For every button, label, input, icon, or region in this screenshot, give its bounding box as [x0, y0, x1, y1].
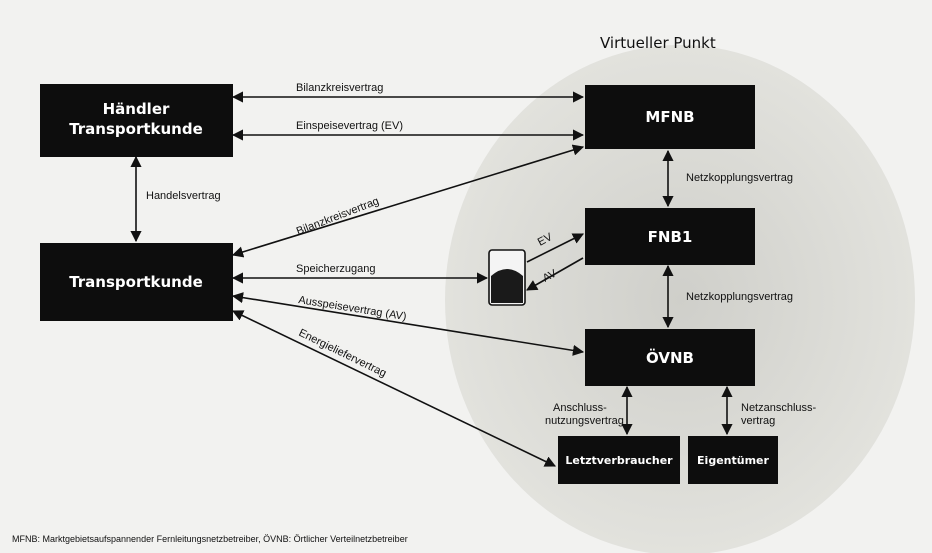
label-energieliefervertrag: Energieliefervertrag	[297, 327, 389, 380]
node-oevnb: ÖVNB	[585, 329, 755, 386]
label-netzanschluss-line2: vertrag	[741, 415, 775, 427]
label-bilanzkreisvertrag-top: Bilanzkreisvertrag	[296, 82, 383, 94]
node-haendler-line2: Transportkunde	[69, 120, 203, 138]
node-fnb1-label: FNB1	[648, 228, 693, 246]
node-eigentuemer: Eigentümer	[688, 436, 778, 484]
node-mfnb-label: MFNB	[645, 108, 694, 126]
node-letztverbraucher-label: Letztverbraucher	[565, 454, 673, 467]
label-anschluss-line2: nutzungsvertrag	[545, 415, 624, 427]
node-transportkunde-label: Transportkunde	[69, 273, 203, 291]
label-speicherzugang: Speicherzugang	[296, 263, 376, 275]
footnote: MFNB: Marktgebietsaufspannender Fernleit…	[12, 534, 408, 544]
label-bilanzkreisvertrag-diag: Bilanzkreisvertrag	[295, 195, 381, 238]
node-fnb1: FNB1	[585, 208, 755, 265]
node-haendler-line1: Händler	[103, 100, 170, 118]
node-transportkunde: Transportkunde	[40, 243, 233, 321]
node-letztverbraucher: Letztverbraucher	[558, 436, 680, 484]
label-handelsvertrag: Handelsvertrag	[146, 190, 221, 202]
node-mfnb: MFNB	[585, 85, 755, 149]
node-eigentuemer-label: Eigentümer	[697, 454, 769, 467]
node-oevnb-label: ÖVNB	[646, 348, 694, 367]
storage-tank-icon	[488, 249, 526, 306]
label-netzanschluss-line1: Netzanschluss-	[741, 402, 817, 414]
label-einspeisevertrag: Einspeisevertrag (EV)	[296, 120, 403, 132]
virtual-point-label: Virtueller Punkt	[600, 34, 716, 52]
edge-energieliefervertrag	[231, 310, 557, 467]
edge-storage-ev	[526, 233, 585, 263]
label-netzkopplung-2: Netzkopplungsvertrag	[686, 291, 793, 303]
edge-bilanzkreis-diag	[231, 144, 585, 258]
label-anschluss-line1: Anschluss-	[553, 402, 607, 414]
node-haendler-transportkunde: Händler Transportkunde	[40, 84, 233, 157]
label-netzkopplung-1: Netzkopplungsvertrag	[686, 172, 793, 184]
edge-storage-av	[526, 257, 584, 291]
